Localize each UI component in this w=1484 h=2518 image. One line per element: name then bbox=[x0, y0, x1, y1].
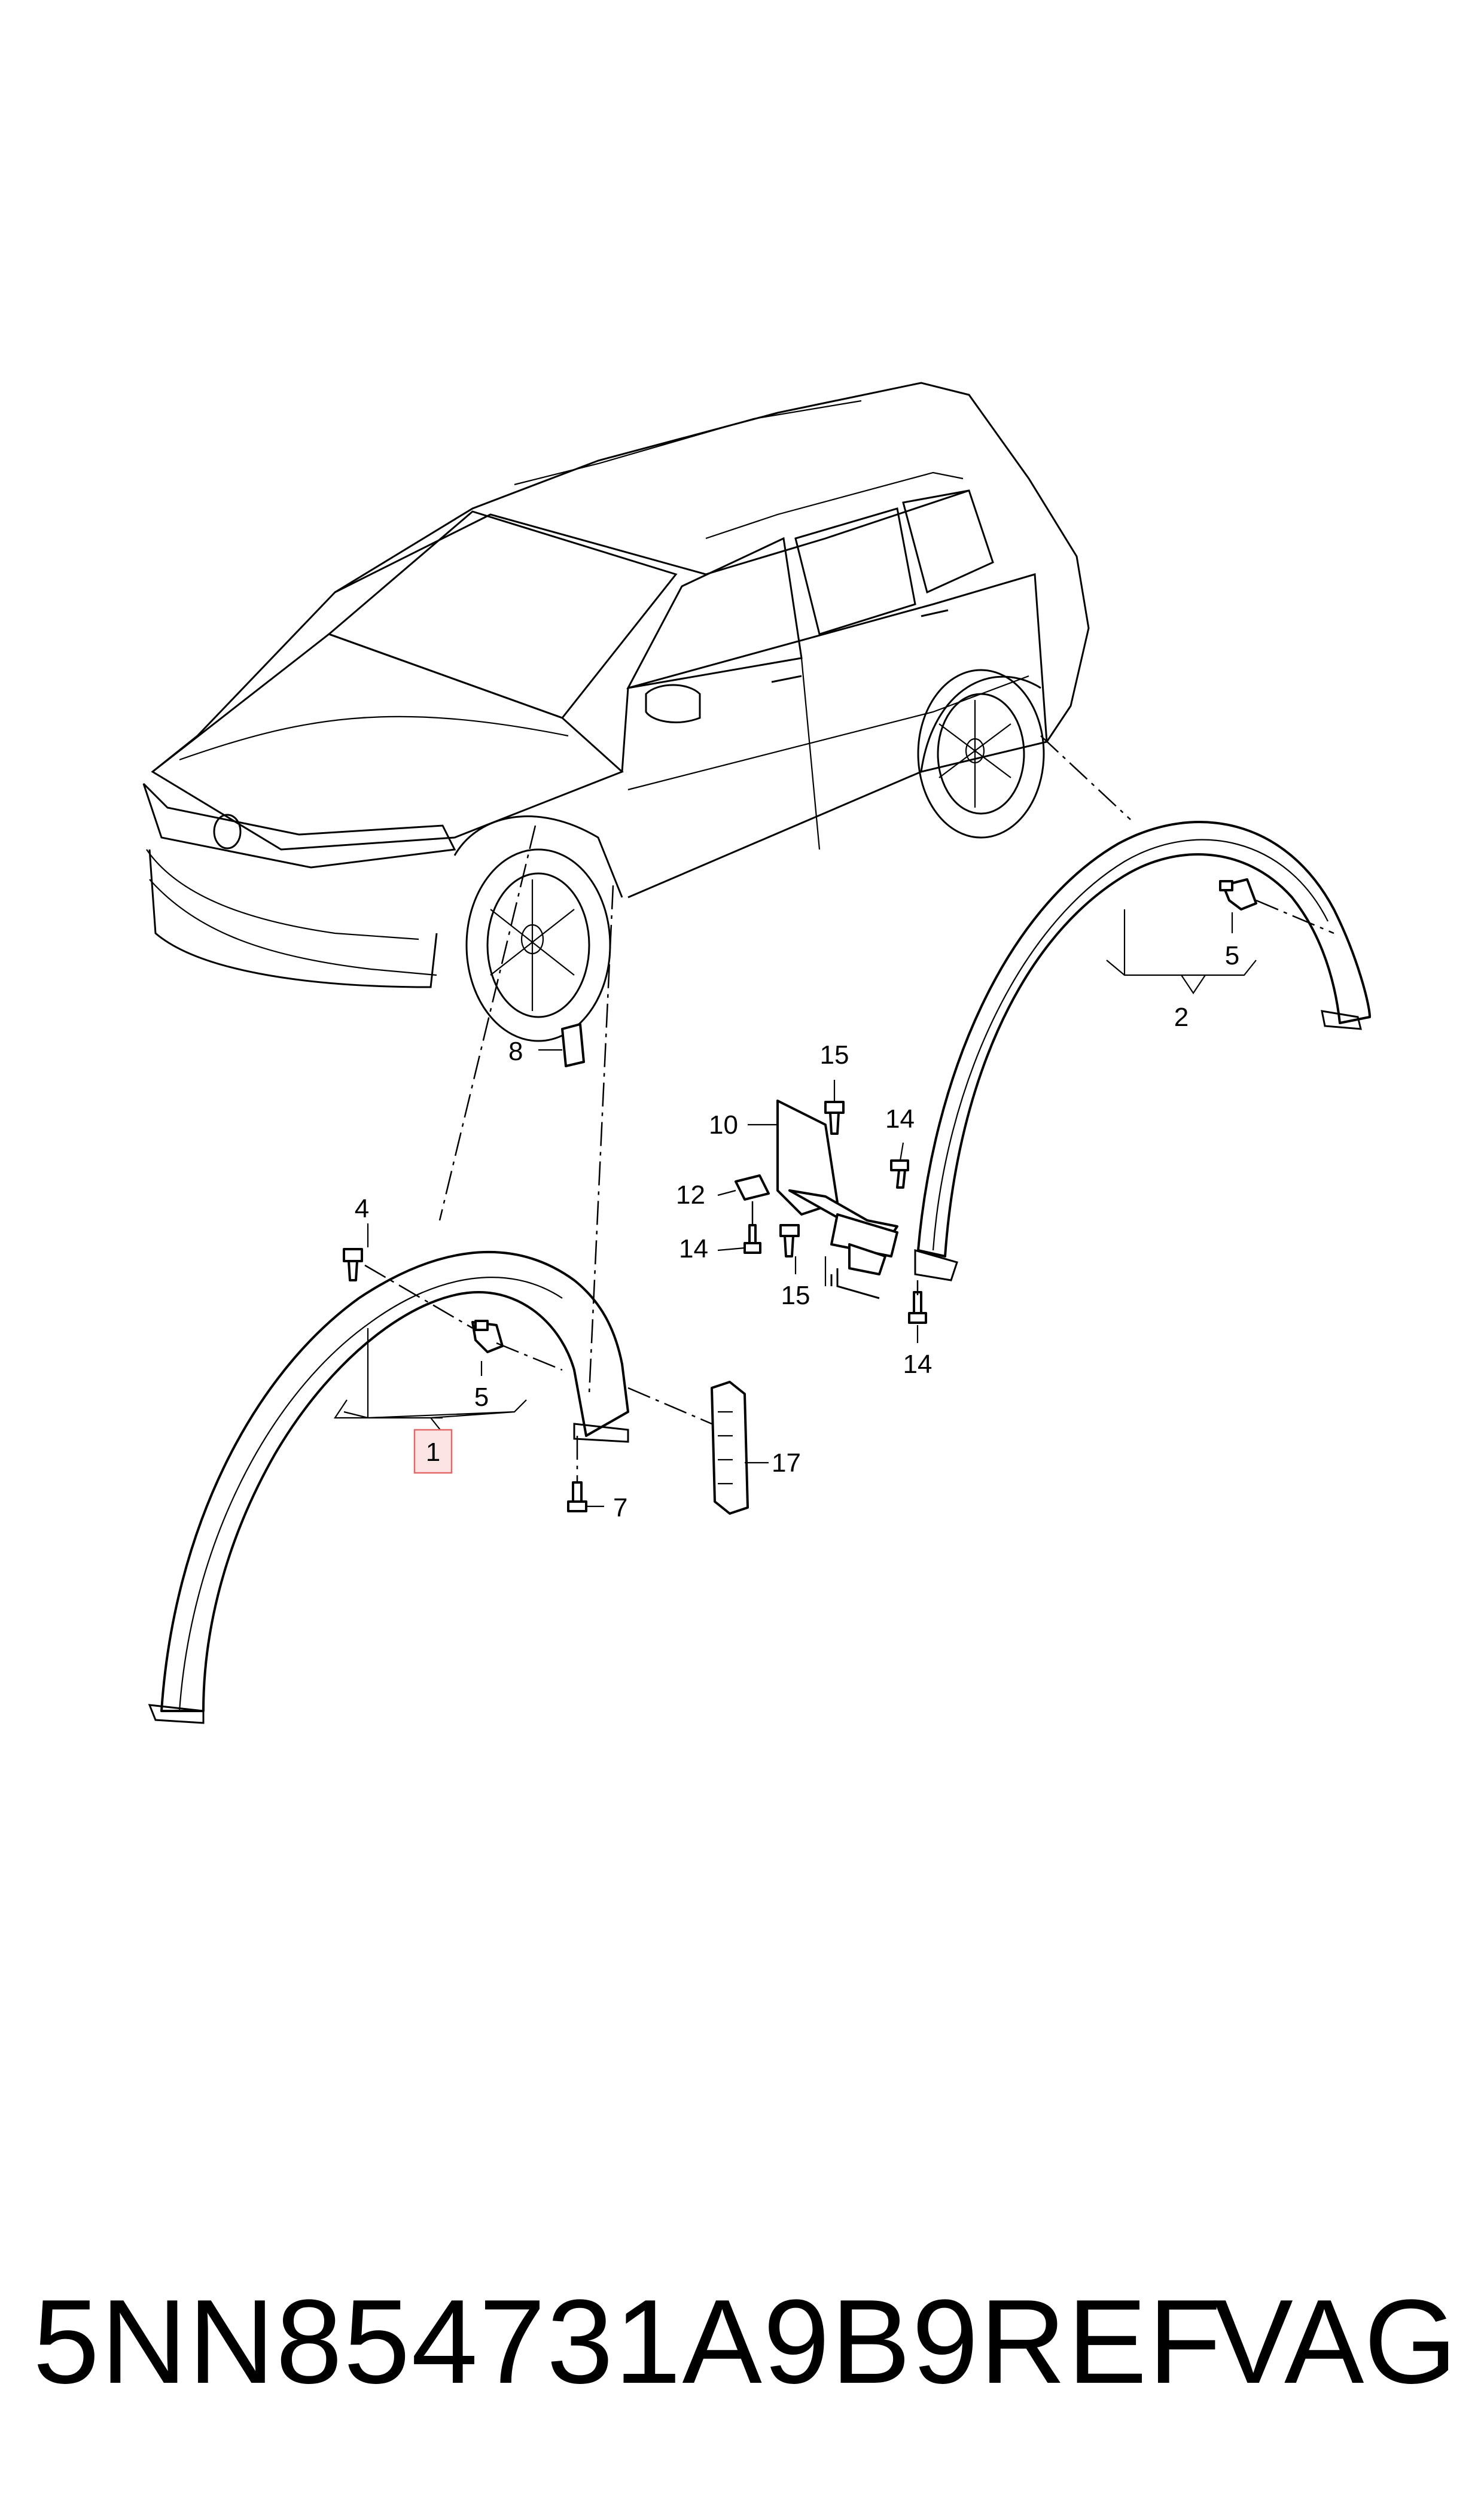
rivet-part-4 bbox=[343, 1248, 363, 1281]
screw-part-14-c bbox=[908, 1291, 927, 1324]
callout-5-rear: 5 bbox=[1225, 941, 1239, 970]
parts-diagram: 1 2 4 5 5 7 8 10 12 14 14 14 15 15 17 bbox=[142, 382, 1371, 1724]
callout-14-b: 14 bbox=[679, 1234, 708, 1263]
callout-7: 7 bbox=[613, 1493, 627, 1523]
callout-4: 4 bbox=[355, 1194, 369, 1223]
callout-5-front: 5 bbox=[474, 1383, 489, 1412]
callout-15-b: 15 bbox=[781, 1281, 810, 1310]
mounting-bracket bbox=[776, 1100, 898, 1299]
screw-part-7 bbox=[567, 1481, 587, 1512]
clip-part-12 bbox=[735, 1174, 770, 1201]
callout-12: 12 bbox=[676, 1180, 705, 1210]
assembly-lines bbox=[364, 735, 1334, 1484]
front-wheel-arch-trim bbox=[148, 1251, 629, 1724]
callout-2: 2 bbox=[1174, 1003, 1189, 1032]
callout-1: 1 bbox=[426, 1438, 440, 1467]
brand-label: VAG bbox=[1213, 2275, 1457, 2409]
callout-1-highlight bbox=[413, 1429, 453, 1474]
leader-lines bbox=[333, 909, 1257, 1508]
screw-part-14-b bbox=[743, 1224, 761, 1254]
callout-15-a: 15 bbox=[820, 1040, 849, 1070]
footer: 5NN854731A9B9REF VAG bbox=[0, 2273, 1484, 2429]
callout-14-c: 14 bbox=[903, 1350, 933, 1379]
vehicle-illustration bbox=[142, 382, 1090, 1042]
callout-17: 17 bbox=[772, 1448, 801, 1478]
bolt-part-15-a bbox=[824, 1101, 845, 1135]
clip-part-5-rear bbox=[1219, 878, 1257, 911]
seal-strip-part-17 bbox=[711, 1381, 749, 1515]
bolt-part-15-b bbox=[779, 1224, 800, 1258]
clip-part-8 bbox=[561, 1023, 585, 1067]
clip-part-5-front bbox=[471, 1320, 504, 1353]
callout-14-a: 14 bbox=[885, 1104, 915, 1134]
rear-wheel-arch-trim bbox=[914, 821, 1371, 1281]
part-number: 5NN854731A9B9REF bbox=[33, 2275, 1223, 2409]
callout-8: 8 bbox=[508, 1037, 523, 1066]
callout-10: 10 bbox=[709, 1110, 738, 1140]
screw-part-14-a bbox=[890, 1159, 909, 1189]
